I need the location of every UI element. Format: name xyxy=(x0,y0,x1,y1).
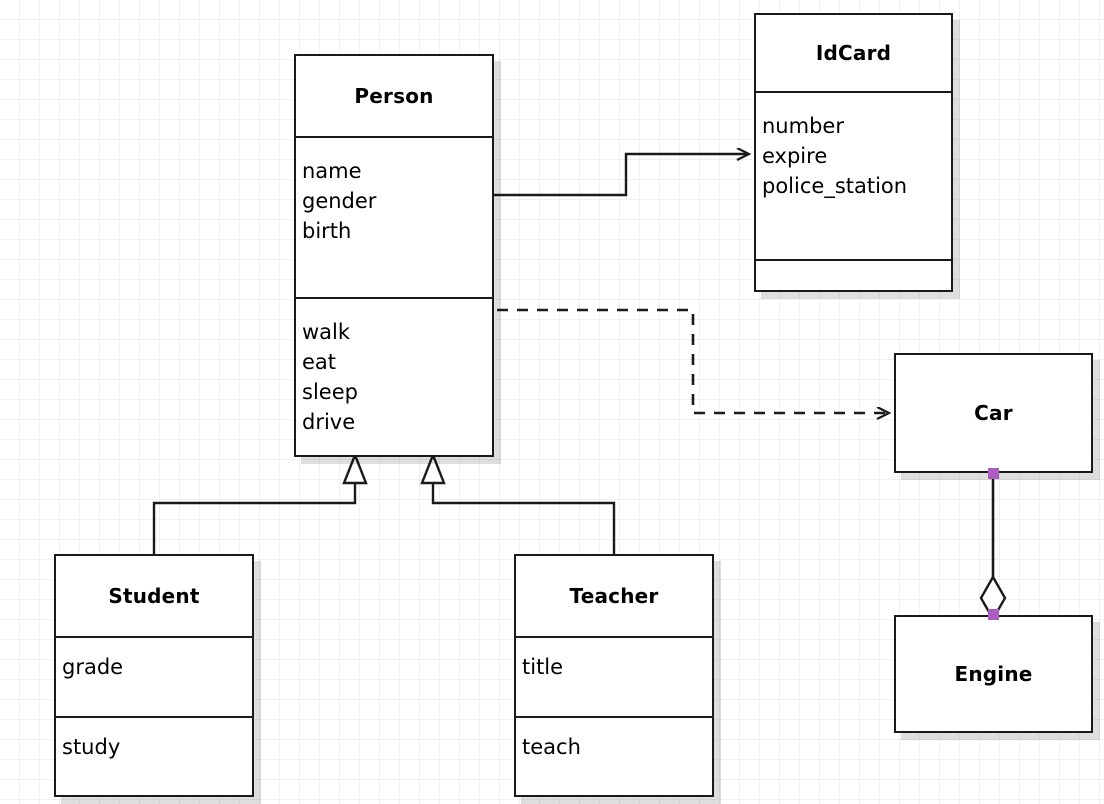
attribute-item: title xyxy=(522,655,564,679)
class-operations-idcard xyxy=(756,259,951,292)
attribute-item: number xyxy=(762,114,844,138)
attribute-item: expire xyxy=(762,144,828,168)
class-title-engine: Engine xyxy=(954,662,1033,686)
attribute-item: police_station xyxy=(762,174,908,198)
class-title-student: Student xyxy=(108,584,200,608)
class-operations-teacher: teach xyxy=(516,716,712,797)
class-attributes-idcard: number expire police_station xyxy=(756,91,951,259)
attribute-item: birth xyxy=(302,219,352,243)
operation-item: teach xyxy=(522,735,581,759)
class-box-student[interactable]: Student grade study xyxy=(54,554,254,797)
operation-item: walk xyxy=(302,320,351,344)
class-attributes-student: grade xyxy=(56,636,252,716)
class-operations-person: walk eat sleep drive xyxy=(296,297,492,457)
generalization-triangle-teacher xyxy=(420,451,446,485)
class-attributes-person: name gender birth xyxy=(296,136,492,297)
class-title-person: Person xyxy=(354,84,434,108)
operation-item: eat xyxy=(302,350,337,374)
generalization-triangle-student xyxy=(342,451,368,485)
class-operations-student: study xyxy=(56,716,252,797)
operation-item: drive xyxy=(302,410,356,434)
class-box-idcard[interactable]: IdCard number expire police_station xyxy=(754,13,953,292)
class-box-teacher[interactable]: Teacher title teach xyxy=(514,554,714,797)
selection-handle-car-end[interactable] xyxy=(988,468,999,479)
attribute-item: gender xyxy=(302,189,377,213)
dependency-person-car[interactable] xyxy=(497,308,889,413)
attribute-item: name xyxy=(302,159,362,183)
class-box-car[interactable]: Car xyxy=(894,353,1093,473)
class-title-car: Car xyxy=(974,401,1013,425)
class-attributes-teacher: title xyxy=(516,636,712,716)
class-box-person[interactable]: Person name gender birth walk eat sleep … xyxy=(294,54,494,457)
operation-item: study xyxy=(62,735,121,759)
generalization-teacher-person[interactable] xyxy=(431,476,616,554)
operation-item: sleep xyxy=(302,380,358,404)
generalization-student-person[interactable] xyxy=(152,476,357,554)
class-title-teacher: Teacher xyxy=(569,584,659,608)
class-box-engine[interactable]: Engine xyxy=(894,615,1093,733)
attribute-item: grade xyxy=(62,655,124,679)
association-person-idcard[interactable] xyxy=(494,154,749,197)
selection-handle-engine-end[interactable] xyxy=(988,609,999,620)
class-title-idcard: IdCard xyxy=(815,41,892,65)
